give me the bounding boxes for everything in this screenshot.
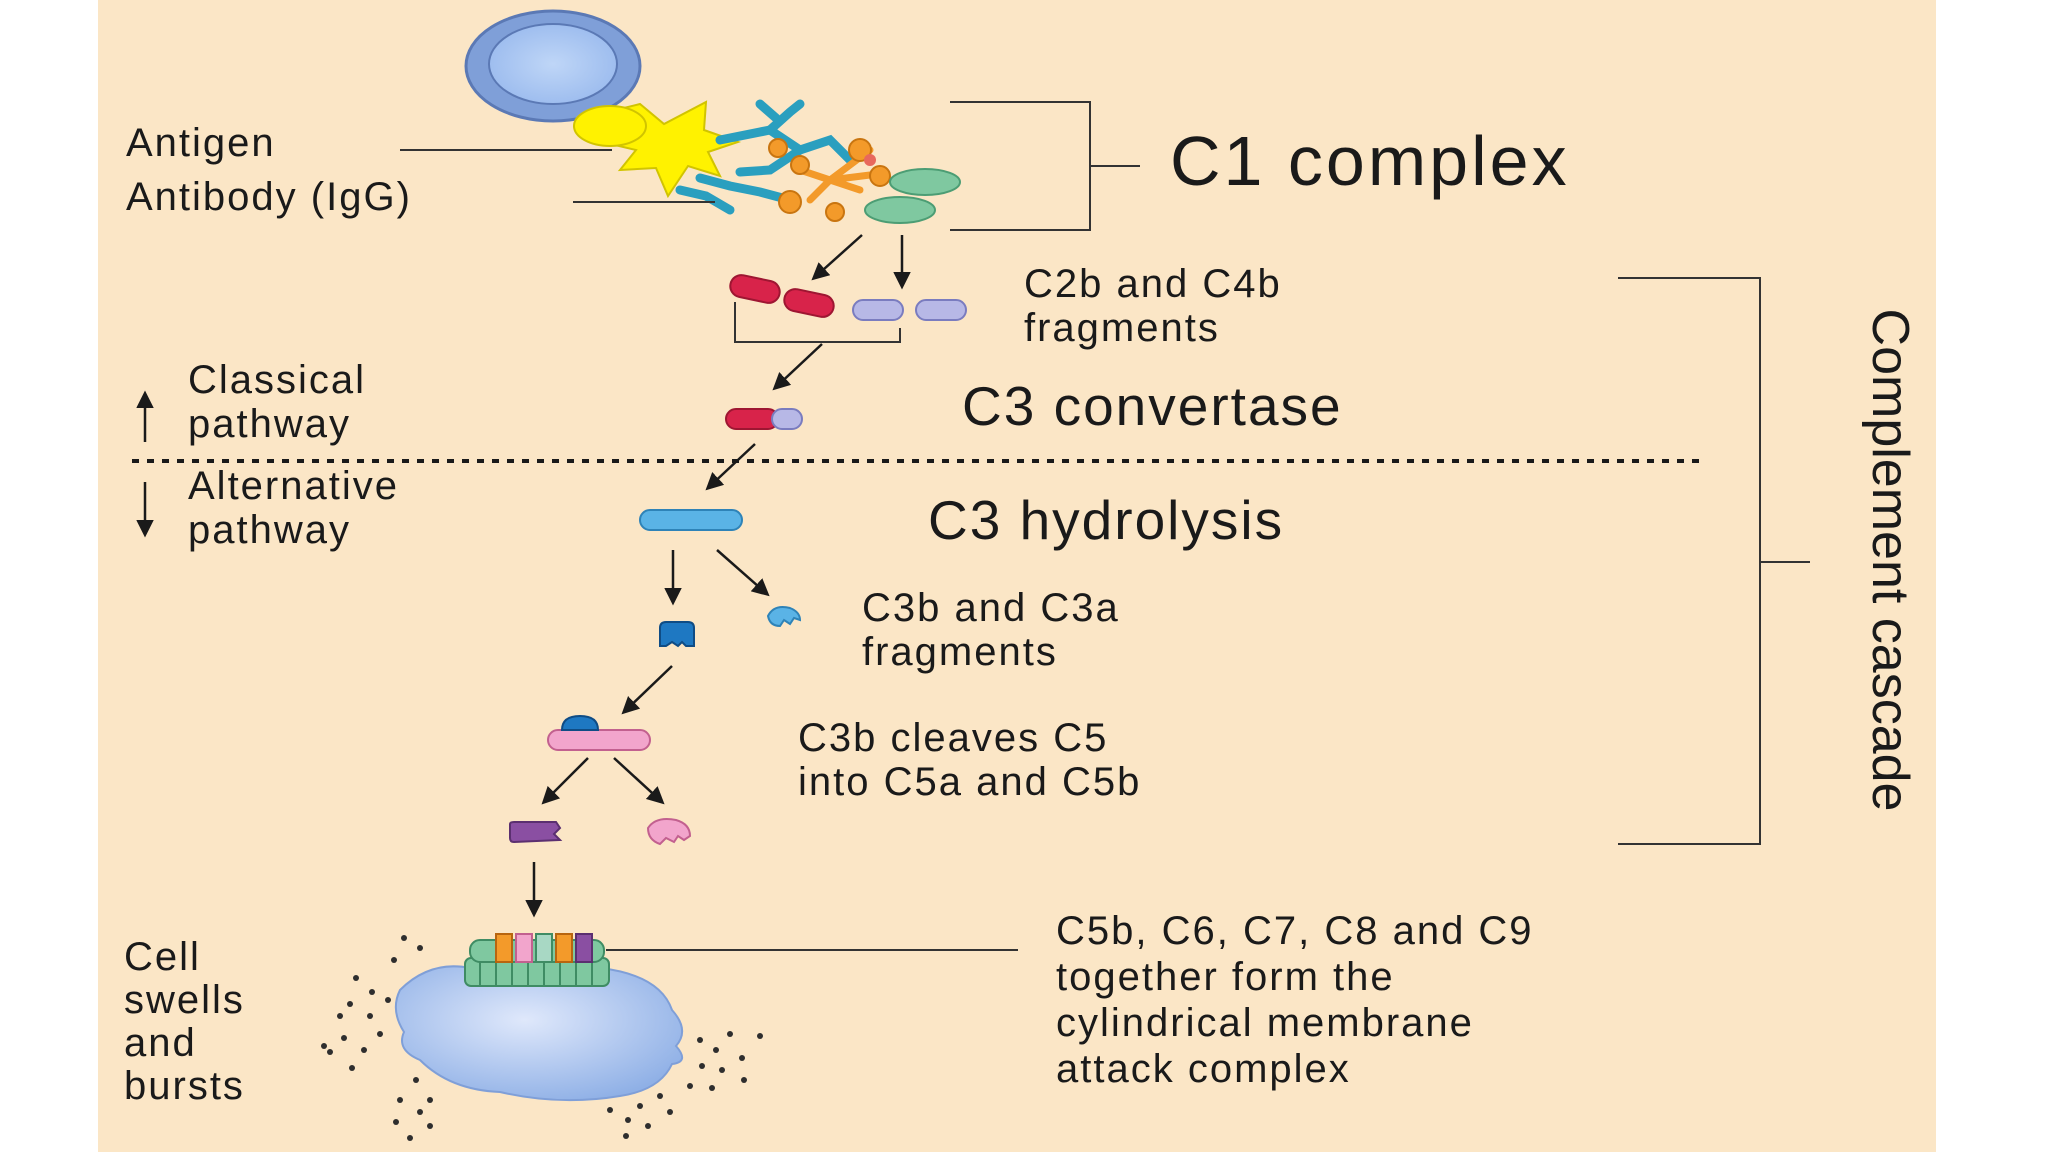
diagram-background <box>98 0 1936 1152</box>
arrow <box>772 343 823 391</box>
arrow <box>613 757 665 805</box>
c2b-c4b-label: C2b and C4b fragments <box>1024 262 1282 350</box>
c4b-fragment-icon <box>852 299 967 321</box>
arrow <box>541 757 589 805</box>
c1-complex-label: C1 complex <box>1170 122 1570 200</box>
c3-hydrolysis-label: C3 hydrolysis <box>928 489 1285 551</box>
mac-icon <box>464 933 610 987</box>
arrow <box>716 549 770 597</box>
fragment-bracket <box>734 302 901 343</box>
arrow <box>811 234 863 281</box>
c3a-icon <box>766 606 802 628</box>
c5-icon <box>547 714 651 751</box>
classical-pathway-label: Classical pathway <box>188 358 367 446</box>
c3b-cleaves-label: C3b cleaves C5 into C5a and C5b <box>798 716 1142 804</box>
antigen-icon <box>573 100 742 199</box>
c2b-fragment-icon <box>729 274 835 318</box>
c1-bracket <box>950 101 1140 231</box>
c3-convertase-label: C3 convertase <box>962 375 1343 437</box>
cell-bursts-label: Cell swells and bursts <box>124 935 245 1108</box>
cell-icon <box>464 9 642 123</box>
complement-cascade-label: Complement cascade <box>1861 308 1919 812</box>
c5a-icon <box>646 818 692 846</box>
cascade-bracket <box>1618 277 1810 845</box>
c3b-icon <box>659 621 695 648</box>
c5b-icon <box>509 821 563 844</box>
mac-label: C5b, C6, C7, C8 and C9 together form the… <box>1056 909 1534 1091</box>
antibody-label: Antibody (IgG) <box>126 175 412 219</box>
c3b-c3a-label: C3b and C3a fragments <box>862 586 1120 674</box>
antigen-label: Antigen <box>126 121 276 165</box>
c1-icon <box>768 138 961 224</box>
alternative-pathway-label: Alternative pathway <box>188 464 399 552</box>
c3-icon <box>639 509 743 531</box>
arrow <box>705 443 756 491</box>
c3-convertase-icon <box>725 408 803 430</box>
arrow <box>621 665 673 715</box>
bursting-cell-icon <box>321 935 763 1141</box>
antibody-icon <box>675 99 855 215</box>
